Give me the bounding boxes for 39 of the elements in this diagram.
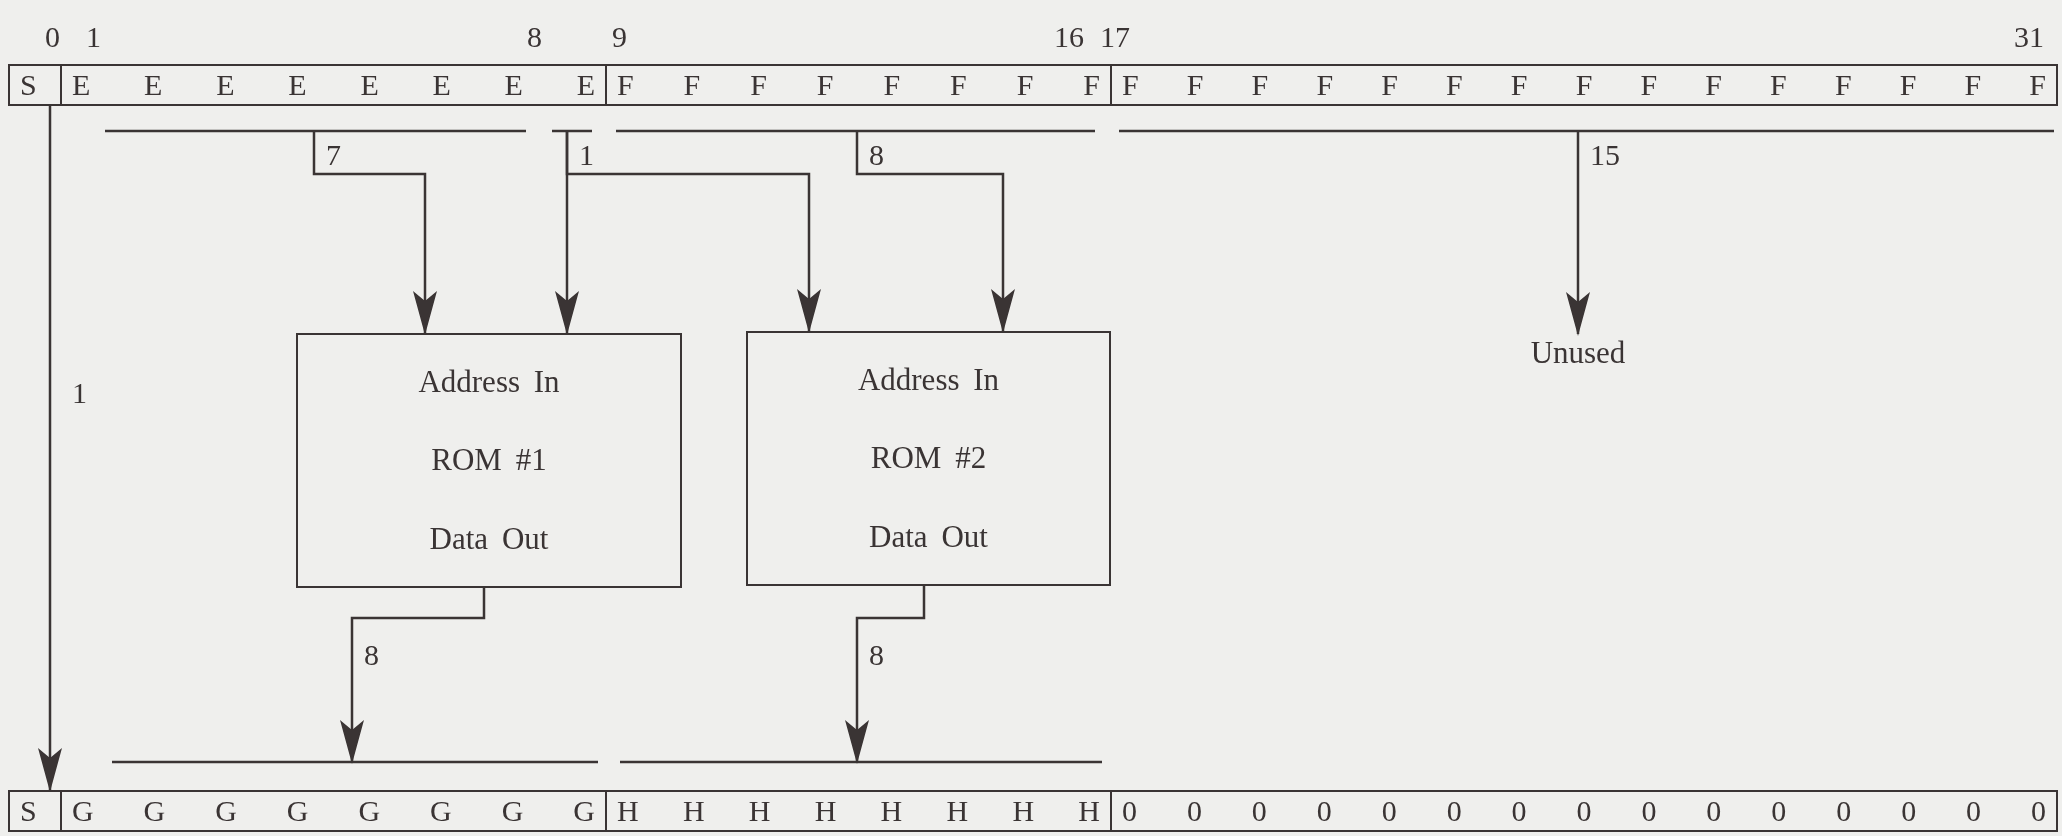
bit-letters: S	[20, 70, 38, 100]
bit-field	[8, 64, 62, 106]
bit-number: 0	[45, 22, 60, 52]
bit-number: 17	[1100, 22, 1130, 52]
bit-number: 16	[1054, 22, 1084, 52]
bit-field	[60, 790, 607, 832]
bit-number: 9	[612, 22, 627, 52]
bit-number: 31	[2014, 22, 2044, 52]
bit-letters: G G G G G G G G	[72, 796, 595, 826]
arrow	[1566, 131, 1590, 336]
rom-block	[746, 331, 1111, 586]
bit-letters: F F F F F F F F F F F F F F F	[1122, 70, 2046, 100]
bit-field	[605, 790, 1112, 832]
bit-field	[1110, 64, 2058, 106]
arrow	[312, 131, 437, 335]
arrow	[845, 586, 926, 764]
rom-text: Address In	[857, 363, 1000, 398]
bit-letters: E E E E E E E E	[72, 70, 595, 100]
rom-text: ROM #2	[870, 441, 987, 476]
arrow	[565, 131, 821, 333]
bit-field	[605, 64, 1112, 106]
bit-field	[60, 64, 607, 106]
rom-text: Data Out	[869, 519, 988, 554]
arrow	[38, 106, 62, 792]
bit-number: 8	[527, 22, 542, 52]
rom-text: Address In	[418, 365, 560, 400]
rom-text: ROM #1	[431, 443, 547, 478]
arrow	[340, 588, 486, 764]
unused-text: Unused	[1529, 336, 1627, 371]
bit-letters: S	[20, 796, 38, 826]
bit-letters: H H H H H H H H	[617, 796, 1100, 826]
rom-block	[296, 333, 682, 588]
bit-letters: 0 0 0 0 0 0 0 0 0 0 0 0 0 0 0	[1122, 796, 2046, 826]
bit-letters: F F F F F F F F	[617, 70, 1100, 100]
bit-field	[1110, 790, 2058, 832]
bit-field	[8, 790, 62, 832]
arrow	[855, 131, 1015, 333]
bit-number: 1	[86, 22, 101, 52]
rom-text: Data Out	[429, 521, 549, 556]
